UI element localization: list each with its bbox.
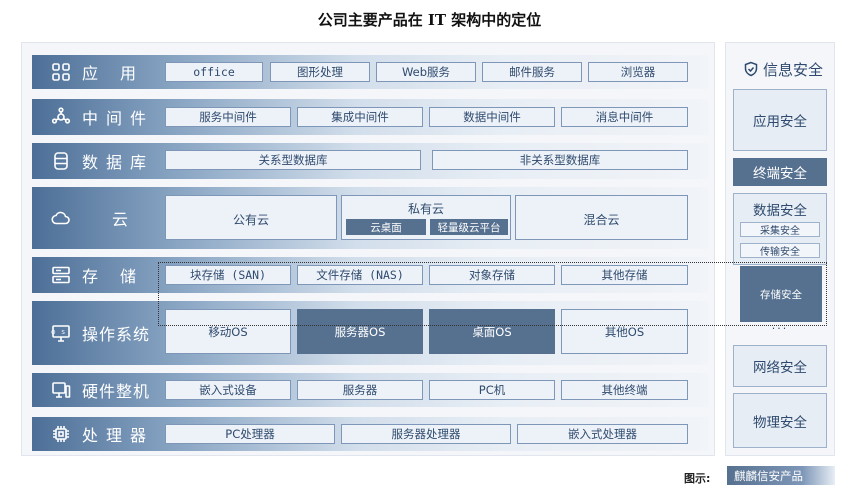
storage-item: 其他存储: [561, 265, 688, 285]
more-dots: ···: [771, 322, 789, 335]
storage-item: 块存储 (SAN): [165, 265, 291, 285]
processor-item: PC处理器: [165, 424, 335, 444]
cloud-icon: [50, 207, 72, 229]
cloud-hybrid-label: 混合云: [583, 213, 620, 227]
layer-label: 云: [112, 210, 135, 229]
data-security-group: 数据安全 采集安全 传输安全: [733, 193, 827, 265]
processor-chip-icon: [50, 423, 72, 445]
middleware-item: 数据中间件: [429, 107, 555, 127]
layer-label: 应用: [82, 64, 136, 83]
transmission-security-box: 传输安全: [740, 243, 820, 258]
cloud-public-label: 公有云: [232, 213, 269, 227]
layer-application: 应用: [32, 55, 708, 89]
security-title: 信息安全: [735, 58, 831, 80]
middleware-item: 集成中间件: [297, 107, 423, 127]
database-icon: [50, 150, 72, 172]
storage-item: 文件存储 (NAS): [297, 265, 423, 285]
physical-security-box: 物理安全: [733, 393, 827, 448]
cloud-private-box: 私有云 云桌面 轻量级云平台: [341, 195, 511, 240]
apps-grid-icon: [50, 61, 72, 83]
os-item-product: 桌面OS: [429, 309, 555, 354]
legend-product-badge: 麒麟信安产品: [727, 466, 835, 485]
os-monitor-icon: OS: [50, 322, 72, 344]
svg-text:OS: OS: [51, 330, 71, 336]
shield-check-icon: [743, 61, 763, 77]
hardware-item: 服务器: [297, 380, 423, 400]
hardware-item: PC机: [429, 380, 555, 400]
app-item: 邮件服务: [482, 62, 582, 82]
layer-label: 硬件整机: [82, 382, 151, 401]
database-item: 非关系型数据库: [432, 150, 688, 170]
storage-security-product: 存储安全: [740, 266, 822, 322]
middleware-item: 消息中间件: [561, 107, 688, 127]
storage-server-icon: [50, 264, 72, 286]
database-item: 关系型数据库: [165, 150, 421, 170]
middleware-item: 服务中间件: [165, 107, 291, 127]
processor-item: 嵌入式处理器: [517, 424, 688, 444]
processor-item: 服务器处理器: [341, 424, 511, 444]
legend-label: 图示:: [684, 472, 711, 485]
lightweight-cloud-product: 轻量级云平台: [430, 219, 508, 235]
hardware-item: 嵌入式设备: [165, 380, 291, 400]
layer-label: 中间件: [82, 109, 155, 128]
layer-label: 数据库: [82, 153, 155, 172]
middleware-gear-icon: [50, 106, 72, 128]
cloud-public-box: 公有云: [165, 195, 337, 240]
app-security-box: 应用安全: [733, 89, 827, 151]
hardware-pc-icon: [50, 379, 72, 401]
diagram-title: 公司主要产品在 IT 架构中的定位: [317, 11, 542, 29]
app-item: Web服务: [376, 62, 476, 82]
storage-item: 对象存储: [429, 265, 555, 285]
layer-label: 操作系统: [82, 325, 151, 344]
app-item: 图形处理: [270, 62, 370, 82]
layer-label: 处理器: [82, 426, 155, 445]
layer-label: 存储: [82, 267, 136, 286]
cloud-desktop-product: 云桌面: [346, 219, 426, 235]
collection-security-box: 采集安全: [740, 222, 820, 237]
app-item: office: [165, 62, 263, 82]
os-item: 移动OS: [165, 309, 291, 354]
os-item-product: 服务器OS: [297, 309, 423, 354]
os-item: 其他OS: [561, 309, 688, 354]
cloud-private-label: 私有云: [407, 202, 444, 216]
terminal-security-product: 终端安全: [733, 158, 827, 186]
network-security-box: 网络安全: [733, 345, 827, 387]
hardware-item: 其他终端: [561, 380, 688, 400]
cloud-hybrid-box: 混合云: [515, 195, 688, 240]
app-item: 浏览器: [588, 62, 688, 82]
data-security-title: 数据安全: [753, 203, 807, 219]
